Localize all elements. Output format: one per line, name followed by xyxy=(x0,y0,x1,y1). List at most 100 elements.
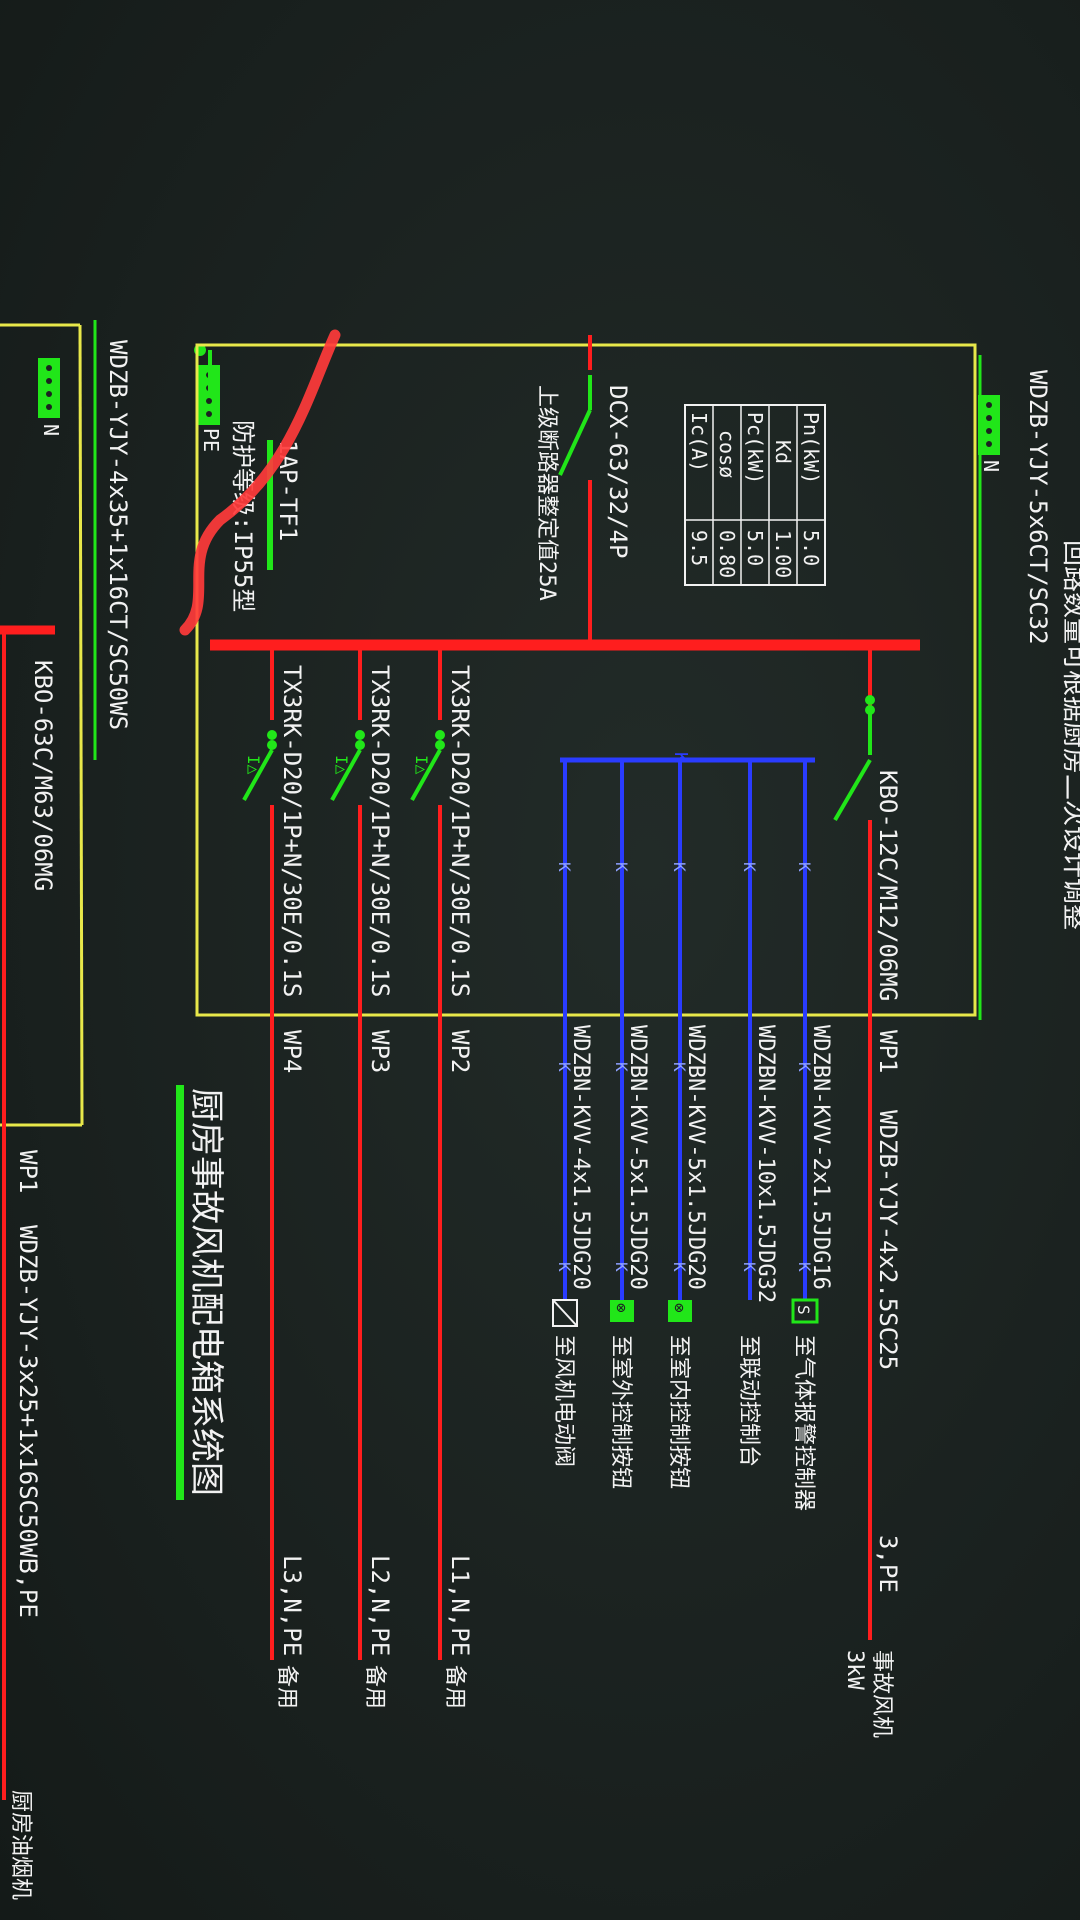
wp2-load: 备用 xyxy=(442,1665,467,1709)
k-marker: K xyxy=(612,862,631,872)
lower-neutral-label: N xyxy=(39,424,63,436)
neutral-bar xyxy=(978,395,1000,455)
lower-breaker-label: KBO-63C/M63/06MG xyxy=(29,660,57,891)
wp1-cable: WDZB-YJY-4x2.5SC25 xyxy=(874,1110,902,1370)
control-cable-label: WDZBN-KVV-10x1.5JDG32 xyxy=(753,1025,778,1303)
control-cable-label: WDZBN-KVV-5x1.5JDG20 xyxy=(683,1025,708,1290)
load-row-label: cosø xyxy=(715,430,739,478)
lower-neutral-bar xyxy=(38,358,60,418)
control-cable-label: WDZBN-KVV-4x1.5JDG20 xyxy=(568,1025,593,1290)
wp3-id: WP3 xyxy=(366,1030,394,1073)
control-target: 至气体报警控制器 xyxy=(791,1335,816,1511)
lower-circuit-load: 厨房油烟机 xyxy=(8,1790,33,1900)
upstream-breaker-blade xyxy=(558,409,592,476)
k-marker: K xyxy=(795,1062,814,1072)
wp2-rcd-marker: I△ xyxy=(412,755,431,775)
load-row-label: Pn(kW) xyxy=(799,412,823,484)
wp1-bus-node xyxy=(865,695,875,705)
load-row-value: 9.5 xyxy=(687,530,711,566)
wp1-id: WP1 xyxy=(874,1030,902,1073)
box-frame xyxy=(195,343,977,1017)
load-table: Pn(kW) 5.0 Kd 1.00 Pc(kW) 5.0 cosø 0.80 … xyxy=(684,404,826,586)
wp4-rcd-marker: I△ xyxy=(244,755,263,775)
lower-neutral-bar-dots xyxy=(46,365,52,410)
control-target: 至联动控制台 xyxy=(736,1335,761,1467)
wp4-breaker-label: TX3RK-D20/1P+N/30E/0.1S xyxy=(278,665,306,997)
incoming-cable-label: WDZB-YJY-5x6CT/SC32 xyxy=(1024,370,1052,645)
k-marker: K xyxy=(795,862,814,872)
wp4-id: WP4 xyxy=(278,1030,306,1073)
wp4-breaker-blade xyxy=(242,749,274,801)
control-cable-label: WDZBN-KVV-5x1.5JDG20 xyxy=(625,1025,650,1290)
wp2-breaker-blade xyxy=(410,749,442,801)
wp3-bus-node xyxy=(355,740,365,750)
control-target: 至风机电动阀 xyxy=(551,1335,576,1467)
wp2-bus-node xyxy=(435,730,445,740)
wp2-bus-node xyxy=(435,740,445,750)
wp1-phase: 3,PE xyxy=(874,1535,902,1593)
wp1-breaker-blade xyxy=(833,758,872,822)
load-row-value: 5.0 xyxy=(743,530,767,566)
wp4-bus-node xyxy=(267,740,277,750)
wp3-load: 备用 xyxy=(362,1665,387,1709)
wp2-id: WP2 xyxy=(446,1030,474,1073)
control-k-markers: K K K K K K K K K K K K K K xyxy=(555,862,814,1272)
k-marker: K xyxy=(795,1262,814,1272)
wp4-bus-node xyxy=(267,730,277,740)
outdoor-button-terminal xyxy=(610,1300,634,1322)
control-cable-label: WDZBN-KVV-2x1.5JDG16 xyxy=(808,1025,833,1290)
hand-drawn-strike xyxy=(179,329,341,636)
k-marker: K xyxy=(670,1062,689,1072)
wp1-load: 事故风机 xyxy=(869,1650,894,1738)
load-row-label: Kd xyxy=(771,440,795,464)
lower-circuit-cable: WDZB-YJY-3x25+1x16SC50WE xyxy=(14,1225,42,1572)
load-row-value: 0.80 xyxy=(715,530,739,578)
k-marker: K xyxy=(740,862,759,872)
control-target: 至室内控制按钮 xyxy=(666,1335,691,1489)
load-row-value: 5.0 xyxy=(799,530,823,566)
upstream-breaker-note: 上级断路器整定值25A xyxy=(534,385,559,601)
wp4-load: 备用 xyxy=(274,1665,299,1709)
k-marker: K xyxy=(612,1262,631,1272)
k-marker: K xyxy=(670,862,689,872)
indoor-button-symbol: ⊗ xyxy=(670,1303,689,1313)
neutral-bar-dots xyxy=(986,402,992,447)
damper-terminal-diagonal xyxy=(552,1299,578,1327)
load-row-value: 1.00 xyxy=(771,530,795,578)
indoor-button-terminal xyxy=(668,1300,692,1322)
lower-circuit-id: WP1 xyxy=(14,1150,42,1193)
lower-cable-label: WDZB-YJY-4x35+1x16CT/SC50WS xyxy=(104,340,132,730)
control-target: 至室外控制按钮 xyxy=(608,1335,633,1489)
damper-terminal xyxy=(552,1299,578,1327)
lower-circuit-phase: 3,PE xyxy=(14,1560,42,1618)
control-junction-marker: K xyxy=(670,752,691,763)
wp1-breaker-label: KBO-12C/M12/06MG xyxy=(874,770,902,1001)
load-row-label: Pc(kW) xyxy=(743,412,767,484)
k-marker: K xyxy=(555,1062,574,1072)
k-marker: K xyxy=(555,1262,574,1272)
wp3-bus-node xyxy=(355,730,365,740)
k-marker: K xyxy=(612,1062,631,1072)
header-text: 回路数量可根据厨房二次设计调整 xyxy=(1059,540,1080,930)
gas-alarm-terminal xyxy=(791,1298,819,1324)
gas-alarm-terminal-symbol: S xyxy=(794,1305,813,1315)
neutral-label: N xyxy=(979,460,1003,472)
upstream-breaker-label: DCX-63/32/4P xyxy=(604,385,632,558)
outdoor-button-symbol: ⊗ xyxy=(612,1303,631,1313)
wp2-breaker-label: TX3RK-D20/1P+N/30E/0.1S xyxy=(446,665,474,997)
load-row-label: Ic(A) xyxy=(687,412,711,472)
pe-label: PE xyxy=(199,428,223,452)
lower-frame-side xyxy=(78,324,84,1126)
wp3-breaker-blade xyxy=(330,749,362,801)
wp4-phase: L3,N,PE xyxy=(278,1555,306,1656)
wp3-breaker-label: TX3RK-D20/1P+N/30E/0.1S xyxy=(366,665,394,997)
diagram-title: 厨房事故风机配电箱系统图 xyxy=(186,1088,226,1496)
k-marker: K xyxy=(555,862,574,872)
wp1-power: 3kW xyxy=(842,1650,867,1690)
wp3-phase: L2,N,PE xyxy=(366,1555,394,1656)
k-marker: K xyxy=(740,1262,759,1272)
wp2-phase: L1,N,PE xyxy=(446,1555,474,1656)
k-marker: K xyxy=(670,1262,689,1272)
